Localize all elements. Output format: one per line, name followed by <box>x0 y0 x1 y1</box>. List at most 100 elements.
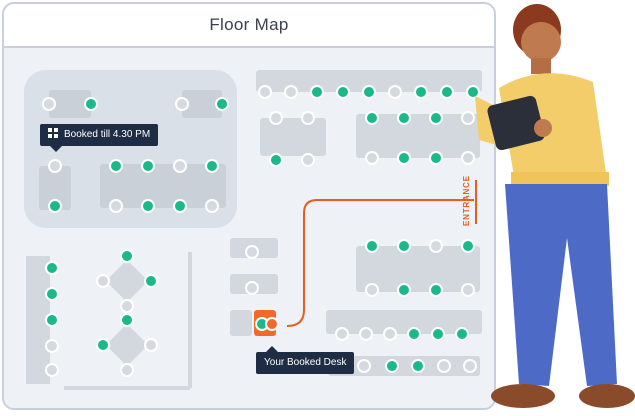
grid-icon <box>48 128 58 138</box>
seat-occupied <box>357 359 371 373</box>
seat-available[interactable] <box>45 287 59 301</box>
seat-available[interactable] <box>461 239 475 253</box>
seat-occupied <box>144 338 158 352</box>
seat-occupied <box>175 97 189 111</box>
entrance-label: ENTRANCE <box>462 175 471 226</box>
seat-occupied <box>365 283 379 297</box>
seat-occupied <box>365 151 379 165</box>
seat-occupied <box>359 327 373 341</box>
tablet <box>487 95 545 151</box>
neck <box>531 58 551 74</box>
floor-map-window: Floor Map <box>2 2 496 410</box>
seat-booked[interactable] <box>265 317 279 331</box>
round-table <box>108 262 146 300</box>
seat-available[interactable] <box>440 85 454 99</box>
seat-occupied <box>120 299 134 313</box>
hand <box>534 119 552 137</box>
seat-available[interactable] <box>466 85 480 99</box>
seat-available[interactable] <box>362 85 376 99</box>
seat-available[interactable] <box>407 327 421 341</box>
seat-available[interactable] <box>144 274 158 288</box>
head <box>521 22 561 62</box>
seat-available[interactable] <box>455 327 469 341</box>
seat-occupied <box>173 159 187 173</box>
desk <box>49 90 91 118</box>
seat-available[interactable] <box>120 249 134 263</box>
seat-occupied <box>45 339 59 353</box>
seat-available[interactable] <box>365 239 379 253</box>
seat-available[interactable] <box>269 153 283 167</box>
seat-occupied <box>42 97 56 111</box>
seat-occupied <box>335 327 349 341</box>
desk-row <box>256 70 482 92</box>
seat-available[interactable] <box>141 159 155 173</box>
seat-available[interactable] <box>45 261 59 275</box>
seat-occupied <box>461 111 475 125</box>
right-shoe <box>579 384 635 408</box>
person-illustration <box>475 4 635 408</box>
seat-layer <box>42 85 480 377</box>
seat-occupied <box>461 151 475 165</box>
seat-occupied <box>269 111 283 125</box>
desk-layer <box>39 70 482 376</box>
window-title: Floor Map <box>209 15 289 34</box>
seat-available[interactable] <box>414 85 428 99</box>
desk-cluster <box>100 164 226 208</box>
seat-occupied <box>48 159 62 173</box>
booked-till-tag: Booked till 4.30 PM <box>40 124 159 152</box>
round-table <box>108 326 146 364</box>
desk-cluster <box>356 246 480 292</box>
seat-available[interactable] <box>120 313 134 327</box>
desk-cluster <box>356 114 480 158</box>
floor-plan <box>24 70 482 390</box>
seat-available[interactable] <box>336 85 350 99</box>
seat-available[interactable] <box>141 199 155 213</box>
seat-available[interactable] <box>397 239 411 253</box>
seat-occupied <box>258 85 272 99</box>
seat-available[interactable] <box>48 199 62 213</box>
seat-occupied <box>205 199 219 213</box>
seat-occupied <box>461 283 475 297</box>
seat-occupied <box>383 327 397 341</box>
seat-available[interactable] <box>429 151 443 165</box>
your-desk-text: Your Booked Desk <box>264 357 347 368</box>
route-line <box>286 199 474 327</box>
seat-available[interactable] <box>397 151 411 165</box>
seat-available[interactable] <box>84 97 98 111</box>
left-shoe <box>491 384 555 408</box>
seat-occupied <box>120 363 134 377</box>
seat-occupied <box>437 359 451 373</box>
seat-occupied <box>96 274 110 288</box>
seat-available[interactable] <box>96 338 110 352</box>
seat-available[interactable] <box>109 159 123 173</box>
seat-occupied <box>388 85 402 99</box>
seat-occupied <box>301 153 315 167</box>
seat-available[interactable] <box>397 111 411 125</box>
seat-occupied <box>284 85 298 99</box>
seat-available[interactable] <box>205 159 219 173</box>
seat-available[interactable] <box>310 85 324 99</box>
seat-available[interactable] <box>429 283 443 297</box>
floor-map-canvas: Booked till 4.30 PM Your Booked Desk ENT… <box>4 48 494 408</box>
seat-available[interactable] <box>431 327 445 341</box>
seat-available[interactable] <box>385 359 399 373</box>
desk <box>39 166 71 210</box>
seat-available[interactable] <box>429 111 443 125</box>
seat-occupied <box>109 199 123 213</box>
seat-available[interactable] <box>411 359 425 373</box>
desk <box>230 310 252 336</box>
desk-cluster <box>260 118 326 156</box>
seat-available[interactable] <box>215 97 229 111</box>
seat-occupied <box>45 363 59 377</box>
seat-available[interactable] <box>397 283 411 297</box>
seat-occupied <box>245 245 259 259</box>
your-desk-tag: Your Booked Desk <box>256 346 355 374</box>
seat-occupied <box>245 281 259 295</box>
title-bar: Floor Map <box>4 4 494 48</box>
desk <box>182 90 222 118</box>
seat-available[interactable] <box>45 313 59 327</box>
seat-occupied <box>301 111 315 125</box>
seat-available[interactable] <box>365 111 379 125</box>
jeans <box>505 184 617 386</box>
seat-available[interactable] <box>173 199 187 213</box>
